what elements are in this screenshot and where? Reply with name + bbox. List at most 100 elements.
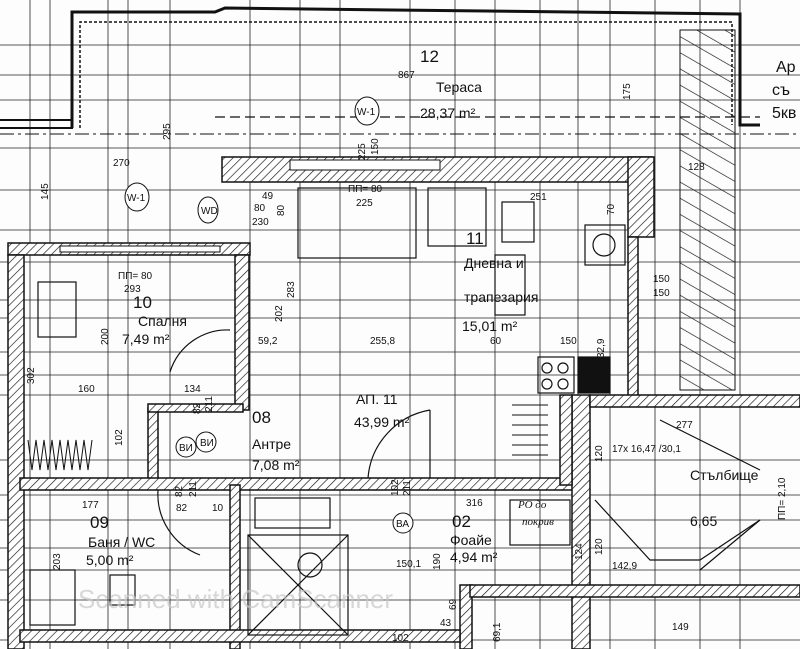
dimension-label: 69 bbox=[448, 598, 459, 610]
toilet bbox=[109, 574, 136, 606]
terrace-name: Тераса bbox=[436, 79, 482, 95]
shower bbox=[247, 534, 349, 636]
terrace-number: 12 bbox=[420, 47, 439, 66]
living-number: 11 bbox=[466, 229, 484, 248]
hob bbox=[584, 224, 626, 266]
apartment-area: 43,99 m² bbox=[354, 414, 410, 430]
dimension-label: 120 bbox=[594, 445, 605, 462]
dimension-label: 145 bbox=[40, 183, 51, 200]
tag-wd bbox=[197, 196, 219, 224]
foyer-name: Фоайе bbox=[450, 532, 492, 548]
edge-text-3: 5кв bbox=[772, 105, 796, 122]
dimension-label: 150 bbox=[653, 274, 670, 285]
table bbox=[494, 254, 526, 316]
dimension-label: 120 bbox=[594, 538, 605, 555]
hall-area: 7,08 m² bbox=[252, 457, 300, 473]
dimension-label: 225 bbox=[357, 143, 368, 160]
terrace-area: 28,37 m² bbox=[420, 105, 476, 121]
dimension-label: 175 bbox=[622, 83, 633, 100]
dimension-label: 203 bbox=[52, 553, 63, 570]
dimension-label: 270 bbox=[113, 158, 130, 169]
dimension-label: 102 bbox=[114, 429, 125, 446]
dimension-label: 102 bbox=[390, 479, 401, 496]
dimension-label: 251 bbox=[530, 192, 547, 203]
stove bbox=[537, 356, 575, 394]
washer bbox=[254, 497, 331, 529]
dimension-label: 255,8 bbox=[370, 336, 395, 347]
dimension-label: 124 bbox=[574, 543, 585, 560]
dimension-label: 149 bbox=[672, 622, 689, 633]
tag-vi-label-2: ВИ bbox=[200, 438, 214, 449]
dimension-label: 160 bbox=[78, 384, 95, 395]
window-tag-w1-terrace bbox=[354, 96, 380, 126]
tag-wd-label: WD bbox=[201, 206, 218, 217]
living-name-2: трапезария bbox=[464, 289, 538, 305]
sofa bbox=[297, 187, 417, 259]
edge-text-2: съ bbox=[772, 82, 790, 99]
dimension-label: 177 bbox=[82, 500, 99, 511]
dimension-label: 32,9 bbox=[596, 338, 607, 358]
dimension-label: 82 bbox=[192, 402, 203, 414]
bed bbox=[37, 281, 77, 338]
dimension-label: 82 bbox=[176, 503, 188, 514]
dimension-label: 70 bbox=[606, 203, 617, 215]
window-tag-w1-left bbox=[124, 182, 150, 212]
bath-number: 09 bbox=[90, 513, 109, 532]
dimension-label: 211 bbox=[188, 481, 199, 497]
bedroom-name: Спалня bbox=[138, 313, 187, 329]
dimension-label: 190 bbox=[432, 553, 443, 570]
shaft bbox=[509, 499, 571, 546]
closet-lines bbox=[512, 404, 548, 456]
bath-area: 5,00 m² bbox=[86, 552, 134, 568]
bedroom-area: 7,49 m² bbox=[122, 331, 170, 347]
dimension-label: 142,9 bbox=[612, 561, 637, 572]
dimension-label: ПП= 80 bbox=[348, 184, 383, 195]
hall-number: 08 bbox=[252, 408, 271, 427]
dimension-label: 202 bbox=[274, 305, 285, 322]
dimension-label: 10 bbox=[212, 503, 224, 514]
dimension-label: 134 bbox=[184, 384, 201, 395]
dimension-label: 200 bbox=[100, 328, 111, 345]
dimension-label: 150 bbox=[653, 288, 670, 299]
dimension-label: 230 bbox=[252, 217, 269, 228]
dimension-label: ПП= 2,10 bbox=[777, 477, 788, 520]
tag-va-label: ВА bbox=[396, 519, 409, 530]
apartment-label: АП. 11 bbox=[356, 391, 398, 407]
windows bbox=[59, 159, 441, 253]
dimension-label: 102 bbox=[392, 633, 409, 644]
foyer-area: 4,94 m² bbox=[450, 549, 498, 565]
dimension-labels: 867 175 295 270 145 225 150 128 ПП= 80 2… bbox=[26, 70, 788, 644]
dimension-label: 211 bbox=[402, 480, 413, 496]
armchair bbox=[427, 187, 487, 247]
watermark: Scanned with CamScanner bbox=[78, 584, 393, 614]
dimension-label: 867 bbox=[398, 70, 415, 81]
tag-w1-label: W-1 bbox=[357, 107, 376, 118]
foyer-number: 02 bbox=[452, 512, 471, 531]
tag-w1-label-2: W-1 bbox=[127, 193, 146, 204]
tag-va bbox=[392, 512, 414, 534]
dimension-label: 128 bbox=[688, 162, 705, 173]
dimension-label: 150 bbox=[370, 138, 381, 155]
dimension-label: 150 bbox=[560, 336, 577, 347]
hall-name: Антре bbox=[252, 436, 291, 452]
dimension-label: 49 bbox=[262, 191, 274, 202]
dimension-label: 80 bbox=[254, 203, 266, 214]
dimension-label: 59,2 bbox=[258, 336, 278, 347]
dimension-label: 211 bbox=[204, 396, 215, 412]
wardrobe bbox=[27, 439, 93, 471]
dimension-label: 225 bbox=[356, 198, 373, 209]
dimension-label: 295 bbox=[162, 123, 173, 140]
living-area: 15,01 m² bbox=[462, 318, 518, 334]
bath-name: Баня / WC bbox=[88, 534, 155, 550]
bath-sink bbox=[29, 569, 76, 626]
dimension-label: 150,1 bbox=[396, 559, 421, 570]
chair bbox=[501, 201, 535, 243]
note-line-1: РО до bbox=[517, 499, 547, 511]
bedroom-number: 10 bbox=[133, 293, 152, 312]
tag-vi-2 bbox=[195, 431, 217, 453]
stairs-name: Стълбище bbox=[690, 467, 759, 483]
dimension-label: 316 bbox=[466, 498, 483, 509]
note-line-2: покрив bbox=[522, 516, 554, 528]
dimension-label: 43 bbox=[440, 618, 452, 629]
dimension-label: 302 bbox=[26, 367, 37, 384]
